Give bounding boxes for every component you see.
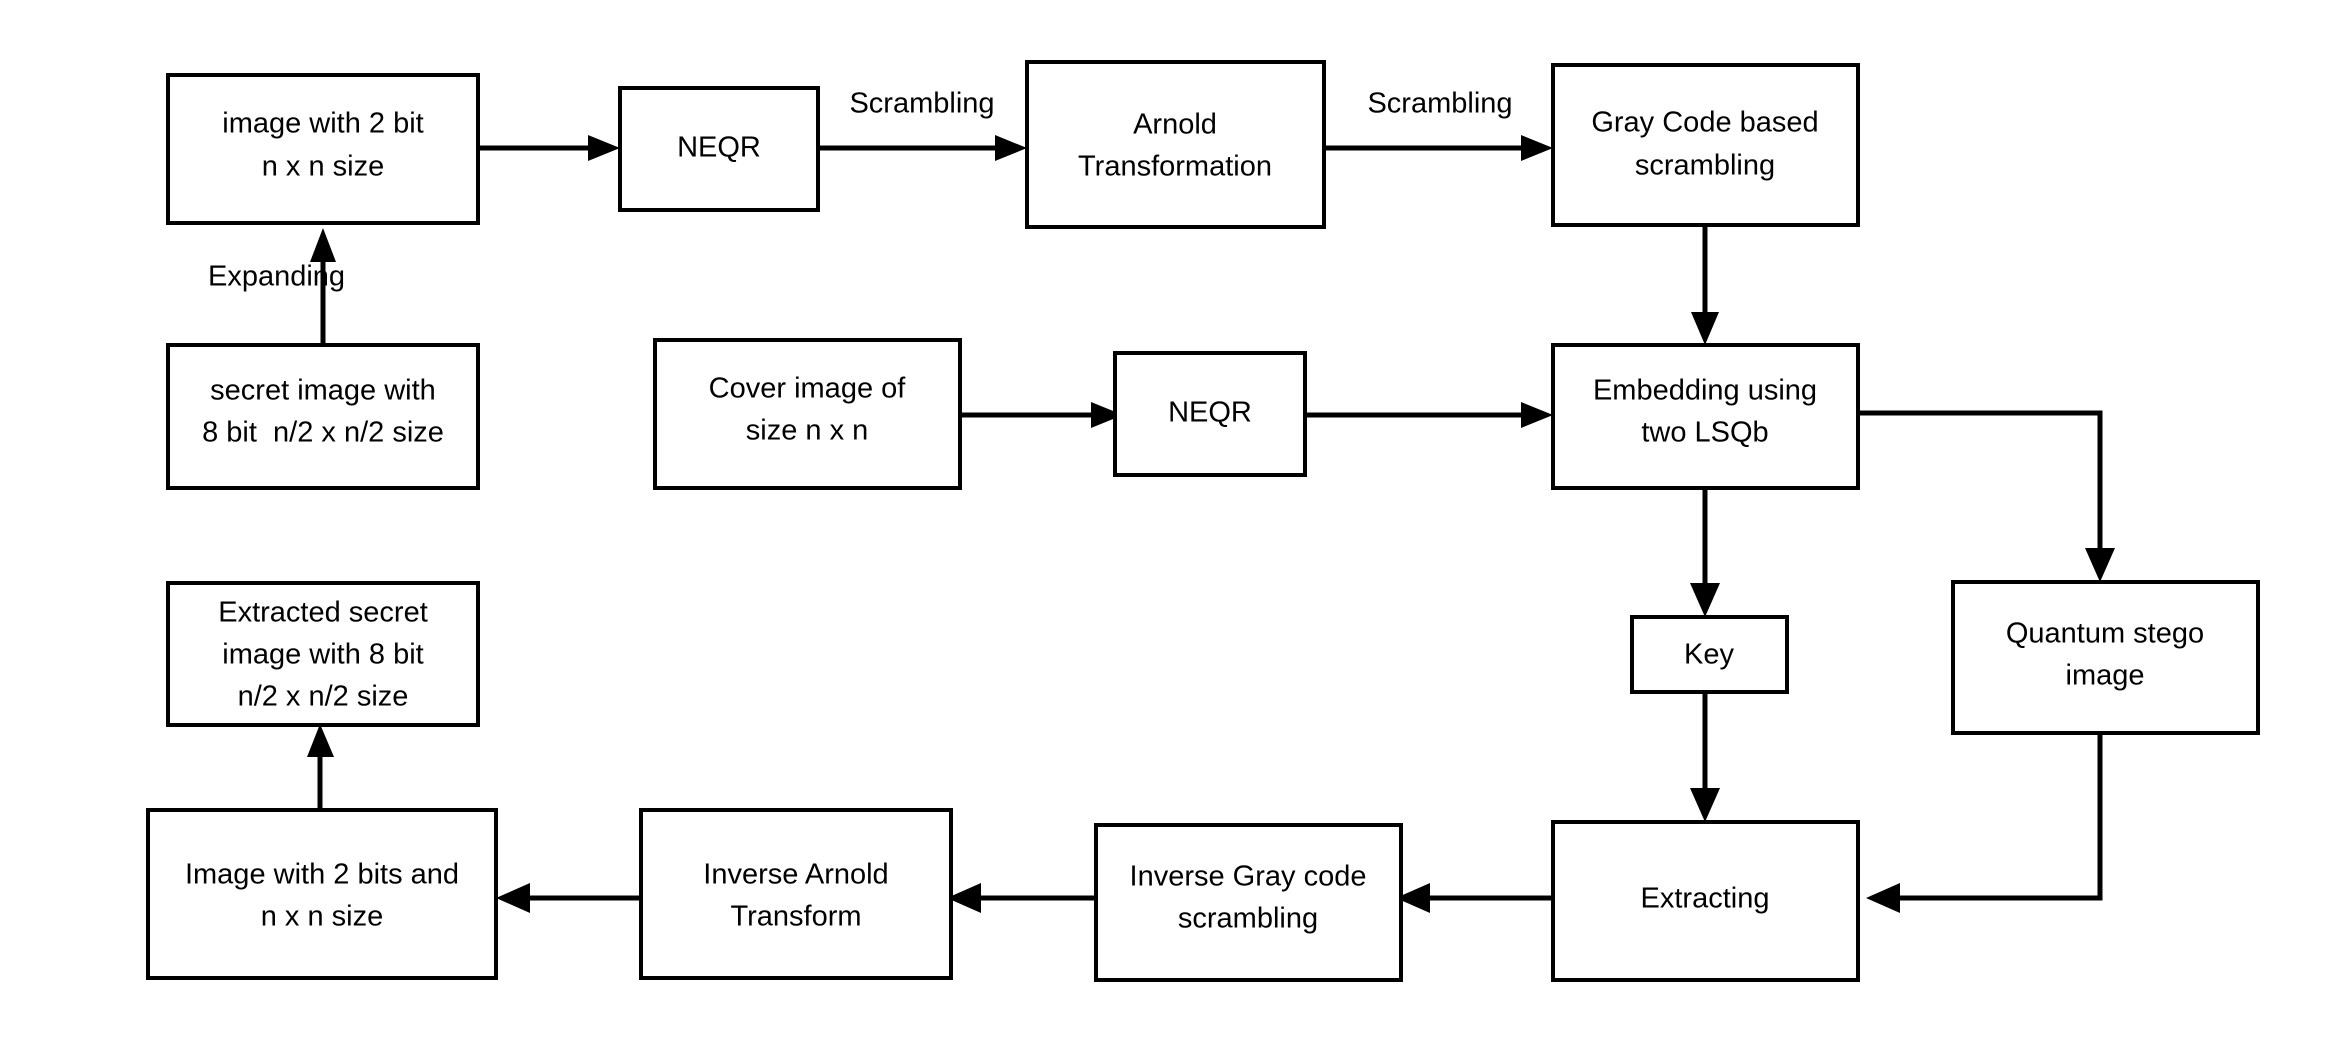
node-extracted-line2: image with 8 bit xyxy=(222,639,424,671)
node-image2bits-line1: Image with 2 bits and xyxy=(185,859,459,891)
edge-inversegray-to-inversearnold xyxy=(947,883,1096,913)
node-stego-line2: image xyxy=(2066,660,2145,692)
edge-embedding-to-key xyxy=(1690,487,1720,617)
node-image2bits-line2: n x n size xyxy=(261,901,384,933)
edge-extracting-to-inversegray xyxy=(1396,883,1553,913)
node-expanded-image[interactable]: image with 2 bit n x n size xyxy=(166,73,480,225)
node-arnold-line1: Arnold xyxy=(1133,109,1217,141)
edge-key-to-extracting xyxy=(1690,692,1720,822)
edge-stego-to-extracting xyxy=(1866,733,2103,913)
edge-label-scrambling-1: Scrambling xyxy=(849,88,994,120)
node-extracting[interactable]: Extracting xyxy=(1551,820,1860,982)
node-cover-image-line1: Cover image of xyxy=(709,373,907,405)
edge-secret-to-expanded xyxy=(310,228,336,345)
node-graycode-line1: Gray Code based xyxy=(1591,107,1818,139)
node-embedding-line2: two LSQb xyxy=(1641,417,1768,449)
node-graycode-line2: scrambling xyxy=(1635,150,1775,182)
node-cover-image-line2: size n x n xyxy=(746,415,869,447)
node-inverse-gray-line1: Inverse Gray code xyxy=(1130,861,1367,893)
node-inverse-arnold-line1: Inverse Arnold xyxy=(703,859,888,891)
node-gray-code-scrambling[interactable]: Gray Code based scrambling xyxy=(1551,63,1860,227)
node-key[interactable]: Key xyxy=(1630,615,1789,694)
edge-label-expanding: Expanding xyxy=(208,261,345,293)
node-inverse-arnold-line2: Transform xyxy=(730,901,861,933)
edge-arnold-to-graycode xyxy=(1324,135,1553,161)
node-key-label: Key xyxy=(1684,639,1734,671)
node-inverse-gray-code[interactable]: Inverse Gray code scrambling xyxy=(1094,823,1403,982)
node-neqr-secret[interactable]: NEQR xyxy=(618,86,820,212)
node-embedding[interactable]: Embedding using two LSQb xyxy=(1551,343,1860,490)
node-extracting-label: Extracting xyxy=(1641,883,1770,915)
node-stego-line1: Quantum stego xyxy=(2006,618,2204,650)
node-neqr-cover-label: NEQR xyxy=(1168,397,1252,429)
node-arnold-line2: Transformation xyxy=(1078,151,1272,183)
node-extracted-line1: Extracted secret xyxy=(218,597,428,629)
node-quantum-stego-image[interactable]: Quantum stego image xyxy=(1951,580,2260,735)
node-extracted-line3: n/2 x n/2 size xyxy=(238,681,409,713)
edge-embedding-to-stego xyxy=(1858,410,2115,582)
edge-neqr-to-embedding xyxy=(1305,402,1553,428)
node-secret-image-line1: secret image with xyxy=(210,375,436,407)
edge-expanded-to-neqr xyxy=(478,135,620,161)
node-cover-image[interactable]: Cover image of size n x n xyxy=(653,338,962,490)
node-neqr-cover[interactable]: NEQR xyxy=(1113,351,1307,477)
node-neqr-secret-label: NEQR xyxy=(677,132,761,164)
node-arnold-transformation[interactable]: Arnold Transformation xyxy=(1025,60,1326,229)
edge-inversearnold-to-image2bits xyxy=(496,883,647,913)
node-embedding-line1: Embedding using xyxy=(1593,375,1817,407)
edge-neqr-to-arnold xyxy=(818,135,1027,161)
node-expanded-image-line1: image with 2 bit xyxy=(222,108,424,140)
node-secret-image[interactable]: secret image with 8 bit n/2 x n/2 size xyxy=(166,343,480,490)
node-secret-image-line2: 8 bit n/2 x n/2 size xyxy=(202,417,444,449)
edge-label-scrambling-2: Scrambling xyxy=(1367,88,1512,120)
edge-cover-to-neqr xyxy=(960,402,1123,428)
node-inverse-gray-line2: scrambling xyxy=(1178,903,1318,935)
edge-image2bits-to-extracted xyxy=(307,724,334,810)
node-image-2bits[interactable]: Image with 2 bits and n x n size xyxy=(146,808,498,980)
node-extracted-secret-image[interactable]: Extracted secret image with 8 bit n/2 x … xyxy=(166,581,480,727)
edge-graycode-to-embedding xyxy=(1691,225,1719,345)
node-expanded-image-line2: n x n size xyxy=(262,151,385,183)
node-inverse-arnold[interactable]: Inverse Arnold Transform xyxy=(639,808,953,980)
